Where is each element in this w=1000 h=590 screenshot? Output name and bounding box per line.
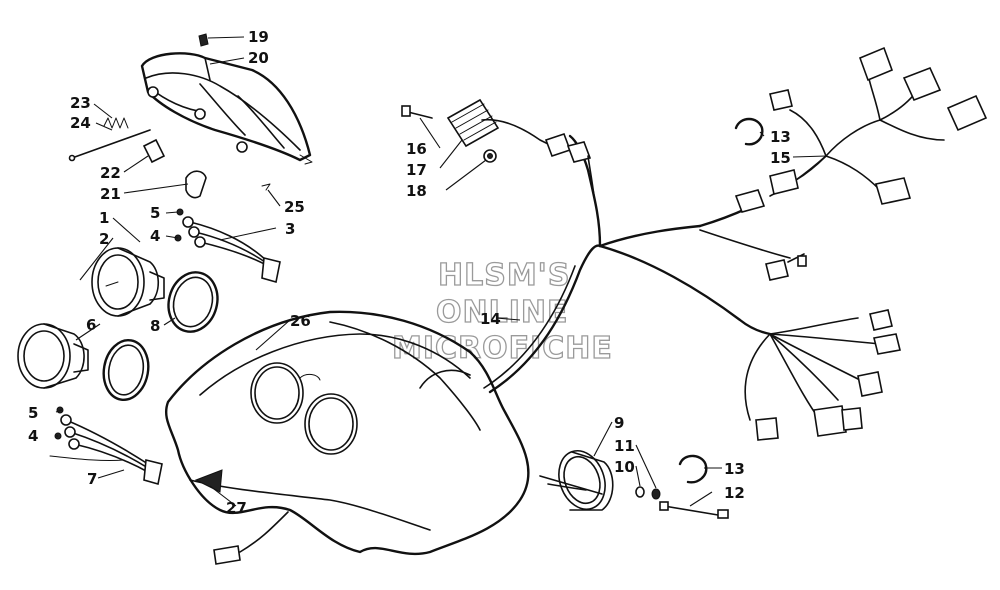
adjuster-rod [68, 129, 151, 162]
socket-21 [185, 170, 207, 199]
callout-18: 18 [406, 182, 427, 200]
callout-23: 23 [70, 94, 91, 112]
watermark-line-2: ONLINE [436, 295, 569, 330]
callout-13-lower: 13 [724, 460, 745, 478]
headlight-assembly [140, 52, 313, 165]
cable-12 [659, 501, 729, 519]
callout-4-upper: 4 [150, 227, 160, 245]
adjuster-spring [103, 117, 129, 129]
voltage-regulator [446, 98, 595, 197]
sub-harness-15 [769, 46, 988, 205]
bezel-ring-upper [167, 271, 219, 333]
callout-15: 15 [770, 149, 791, 167]
nut-11 [651, 488, 661, 500]
watermark: HLSM'S ONLINE MICROFICHE [391, 257, 613, 366]
callout-5-upper: 5 [150, 204, 160, 222]
callout-10: 10 [614, 458, 635, 476]
harness-connector-f [813, 405, 863, 437]
callout-21: 21 [100, 185, 121, 203]
callout-labels: 19 20 23 24 22 21 25 1 2 5 4 3 6 8 5 4 7… [28, 28, 791, 517]
callout-25: 25 [284, 198, 305, 216]
gauge-9 [539, 450, 614, 511]
callout-2: 2 [99, 230, 109, 248]
clamp-13-upper [734, 117, 764, 146]
bezel-ring-lower [102, 339, 150, 401]
harness-connector-c [869, 309, 893, 331]
main-harness-14 [483, 134, 881, 421]
callout-16: 16 [406, 140, 427, 158]
callout-5-lower: 5 [28, 404, 38, 422]
harness-connector-d [873, 333, 901, 355]
callout-20: 20 [248, 49, 269, 67]
callout-13-upper: 13 [770, 128, 791, 146]
clamp-13-lower [678, 454, 708, 484]
callout-4-lower: 4 [28, 427, 38, 445]
callout-17: 17 [406, 161, 427, 179]
speedo-harness-7 [49, 406, 163, 486]
clip-25 [261, 183, 271, 191]
callout-19: 19 [248, 28, 269, 46]
callout-11: 11 [614, 437, 635, 455]
callout-1: 1 [99, 209, 109, 227]
dash-pigtail-connector [213, 511, 289, 565]
speedometer-6 [17, 323, 89, 389]
callout-22: 22 [100, 164, 121, 182]
callout-27: 27 [226, 499, 247, 517]
bolt-16 [401, 105, 433, 119]
harness-connector-b [765, 253, 807, 281]
callout-12: 12 [724, 484, 745, 502]
leader-lines [55, 36, 827, 507]
harness-connector-e [857, 371, 883, 397]
watermark-line-1: HLSM'S [438, 258, 570, 293]
harness-connector-g [755, 417, 779, 441]
callout-3: 3 [285, 220, 295, 238]
callout-8: 8 [150, 317, 160, 335]
callout-26: 26 [290, 312, 311, 330]
watermark-line-3: MICROFICHE [392, 331, 613, 366]
dash-panel-26 [164, 310, 530, 556]
warning-decal-27 [194, 469, 223, 493]
callout-6: 6 [86, 316, 96, 334]
clip-19 [198, 33, 209, 47]
harness-connector-a [734, 189, 766, 213]
callout-24: 24 [70, 114, 91, 132]
bulb-22 [142, 138, 166, 164]
callout-14: 14 [480, 310, 501, 328]
tach-harness-3 [174, 208, 281, 284]
washer-10 [635, 486, 645, 498]
nut-18 [483, 149, 497, 163]
callout-7: 7 [87, 470, 97, 488]
tachometer-1 [91, 247, 165, 317]
callout-9: 9 [614, 414, 624, 432]
